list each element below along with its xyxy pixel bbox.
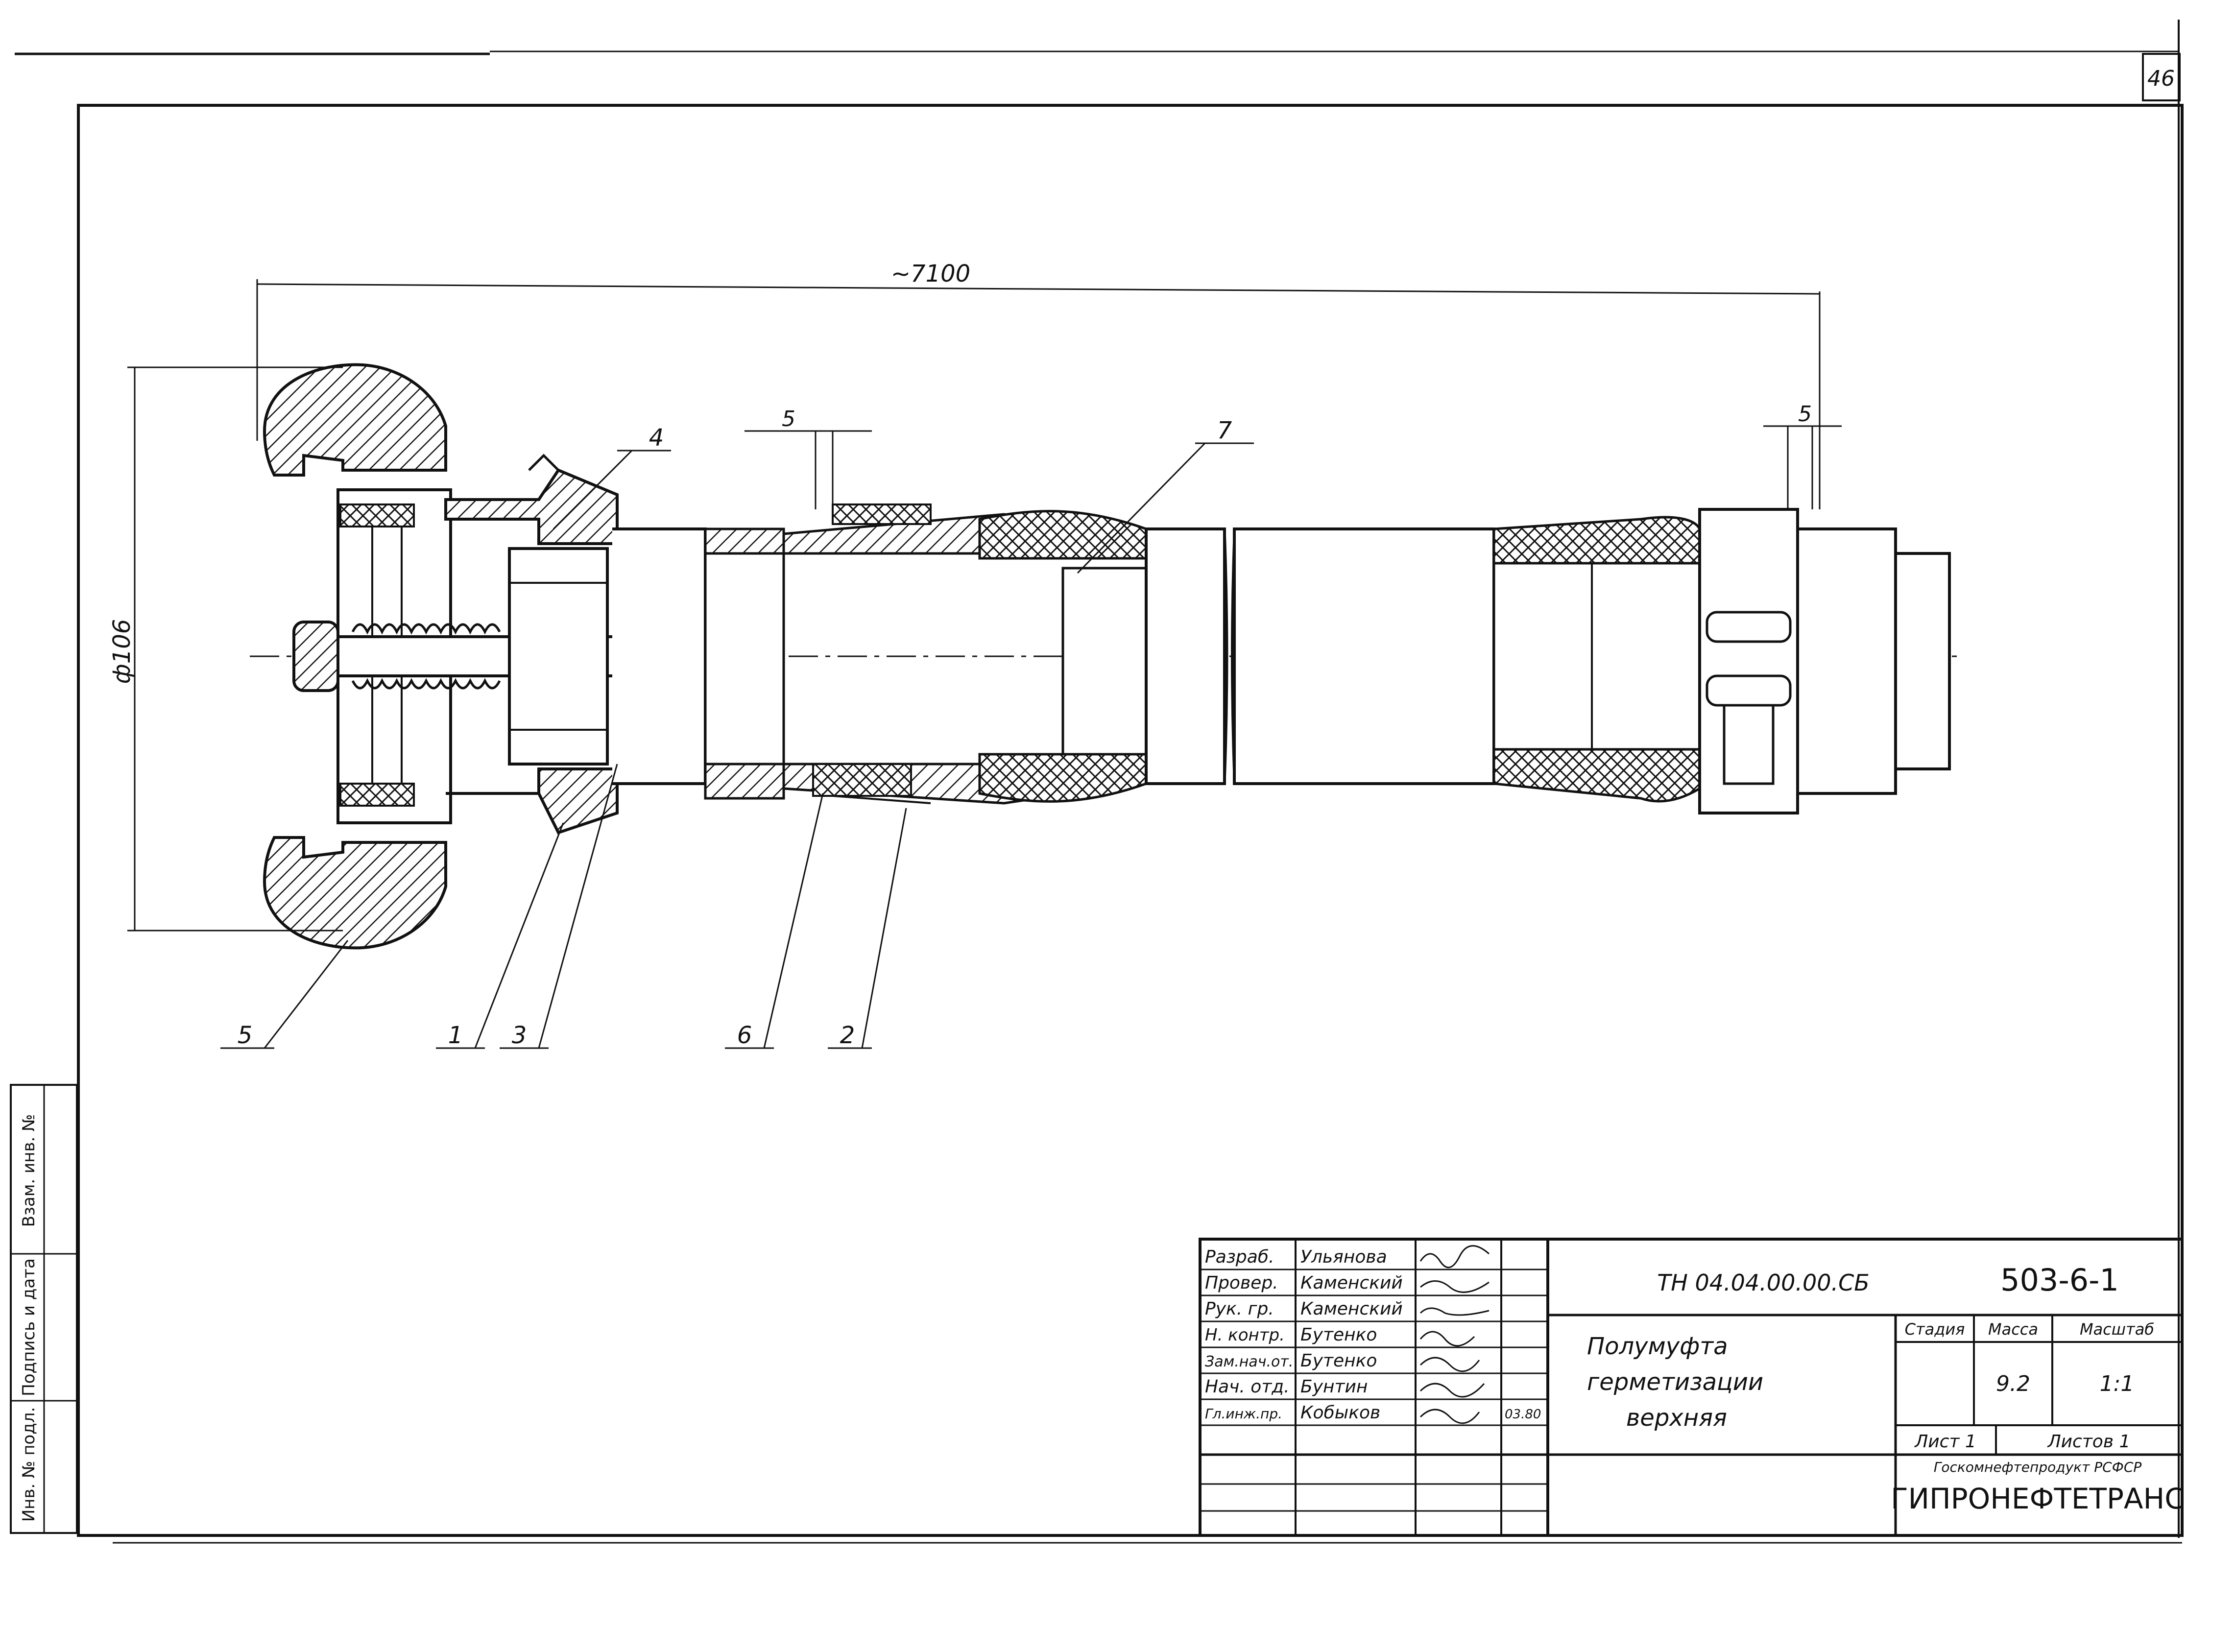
date-6: 03.80 xyxy=(1505,1407,1541,1422)
bolt-shank xyxy=(1723,704,1775,785)
side-strip-repl: Взам. инв. № xyxy=(19,1114,39,1227)
valve-guide xyxy=(508,547,609,766)
coupling-head-top xyxy=(263,363,447,477)
name-5: Бунтин xyxy=(1300,1377,1368,1397)
union-nut-top xyxy=(444,468,619,545)
valve-stem-cap xyxy=(292,621,339,692)
hose-left-bottom xyxy=(978,753,1148,803)
scale-header: Масштаб xyxy=(2080,1320,2154,1339)
page-number-box xyxy=(2142,53,2181,101)
doc-code: ТН 04.04.00.00.СБ xyxy=(1657,1269,1870,1296)
stage-header: Стадия xyxy=(1905,1320,1965,1339)
role-5: Нач. отд. xyxy=(1205,1377,1290,1397)
callout-1: 1 xyxy=(448,1022,463,1049)
hose-middle xyxy=(1233,527,1495,785)
diameter-label: ф106 xyxy=(108,619,136,684)
hose-right-top xyxy=(1492,516,1701,565)
callout-6: 6 xyxy=(737,1022,752,1049)
role-3: Н. контр. xyxy=(1205,1325,1285,1345)
mass-header: Масса xyxy=(1988,1320,2038,1339)
seal-ring-bottom xyxy=(339,783,415,807)
scale-value: 1:1 xyxy=(2100,1371,2135,1396)
role-0: Разраб. xyxy=(1205,1247,1274,1267)
role-6: Гл.инж.пр. xyxy=(1205,1406,1282,1422)
role-4: Зам.нач.от. xyxy=(1205,1353,1293,1370)
adapter-body xyxy=(612,527,707,785)
callout-5: 5 xyxy=(238,1022,253,1049)
end-flange xyxy=(1796,527,1897,795)
part-leaders xyxy=(220,442,1254,1049)
hose-clamp-top xyxy=(832,503,932,525)
name-1: Каменский xyxy=(1300,1273,1403,1293)
org-top: Госкомнефтепродукт РСФСР xyxy=(1934,1459,2142,1475)
title-line-3: верхняя xyxy=(1626,1404,1727,1432)
hose-clamp-bottom xyxy=(812,763,912,797)
name-3: Бутенко xyxy=(1300,1325,1377,1345)
role-1: Провер. xyxy=(1205,1273,1278,1293)
title-line-2: герметизации xyxy=(1587,1368,1763,1396)
overall-length-label: ~7100 xyxy=(891,260,970,287)
role-2: Рук. гр. xyxy=(1205,1299,1274,1319)
hose-section-left xyxy=(1145,527,1226,785)
sheet-label: Лист 1 xyxy=(1914,1432,1976,1452)
name-6: Кобыков xyxy=(1300,1403,1380,1423)
hose-right-bottom xyxy=(1492,748,1701,803)
offset-left-label: 5 xyxy=(782,407,795,431)
project-code: 503-6-1 xyxy=(2000,1262,2119,1298)
bolt-head-bottom xyxy=(1706,674,1792,707)
name-2: Каменский xyxy=(1300,1299,1403,1319)
callout-3: 3 xyxy=(512,1022,527,1049)
seal-ring-top xyxy=(339,503,415,527)
dimensions xyxy=(127,279,1842,932)
side-strip-sign: Подпись и дата xyxy=(19,1258,39,1396)
sheets-label: Листов 1 xyxy=(2047,1432,2131,1452)
title-block-roles: Разраб. Ульянова Провер. Каменский Рук. … xyxy=(1205,1247,1541,1423)
callout-2: 2 xyxy=(840,1022,855,1049)
callout-7: 7 xyxy=(1217,417,1232,444)
title-line-1: Полумуфта xyxy=(1587,1333,1728,1360)
spring-top xyxy=(351,623,501,635)
org-main: ГИПРОНЕФТЕТРАНС xyxy=(1891,1482,2184,1515)
hose-left-top xyxy=(978,510,1148,560)
name-4: Бутенко xyxy=(1300,1351,1377,1371)
assembly-drawing xyxy=(250,363,1959,950)
page-number: 46 xyxy=(2147,66,2175,91)
mass-value: 9.2 xyxy=(1996,1371,2030,1396)
name-0: Ульянова xyxy=(1300,1247,1387,1267)
spring-bottom xyxy=(351,678,501,690)
callout-4: 4 xyxy=(649,424,664,452)
signatures xyxy=(1419,1245,1490,1424)
bolt-head-top xyxy=(1706,611,1792,643)
end-plug xyxy=(1894,552,1951,770)
coupling-head-bottom xyxy=(263,836,447,950)
offset-right-label: 5 xyxy=(1798,402,1812,427)
title-block-grid xyxy=(1199,1238,2184,1537)
union-nut-bottom xyxy=(446,767,619,835)
side-strip: Инв. № подл. Подпись и дата Взам. инв. № xyxy=(10,1084,78,1534)
sheet-frame xyxy=(15,20,2184,1544)
length-dim-line xyxy=(257,283,1820,295)
side-strip-inv: Инв. № подл. xyxy=(19,1407,39,1522)
